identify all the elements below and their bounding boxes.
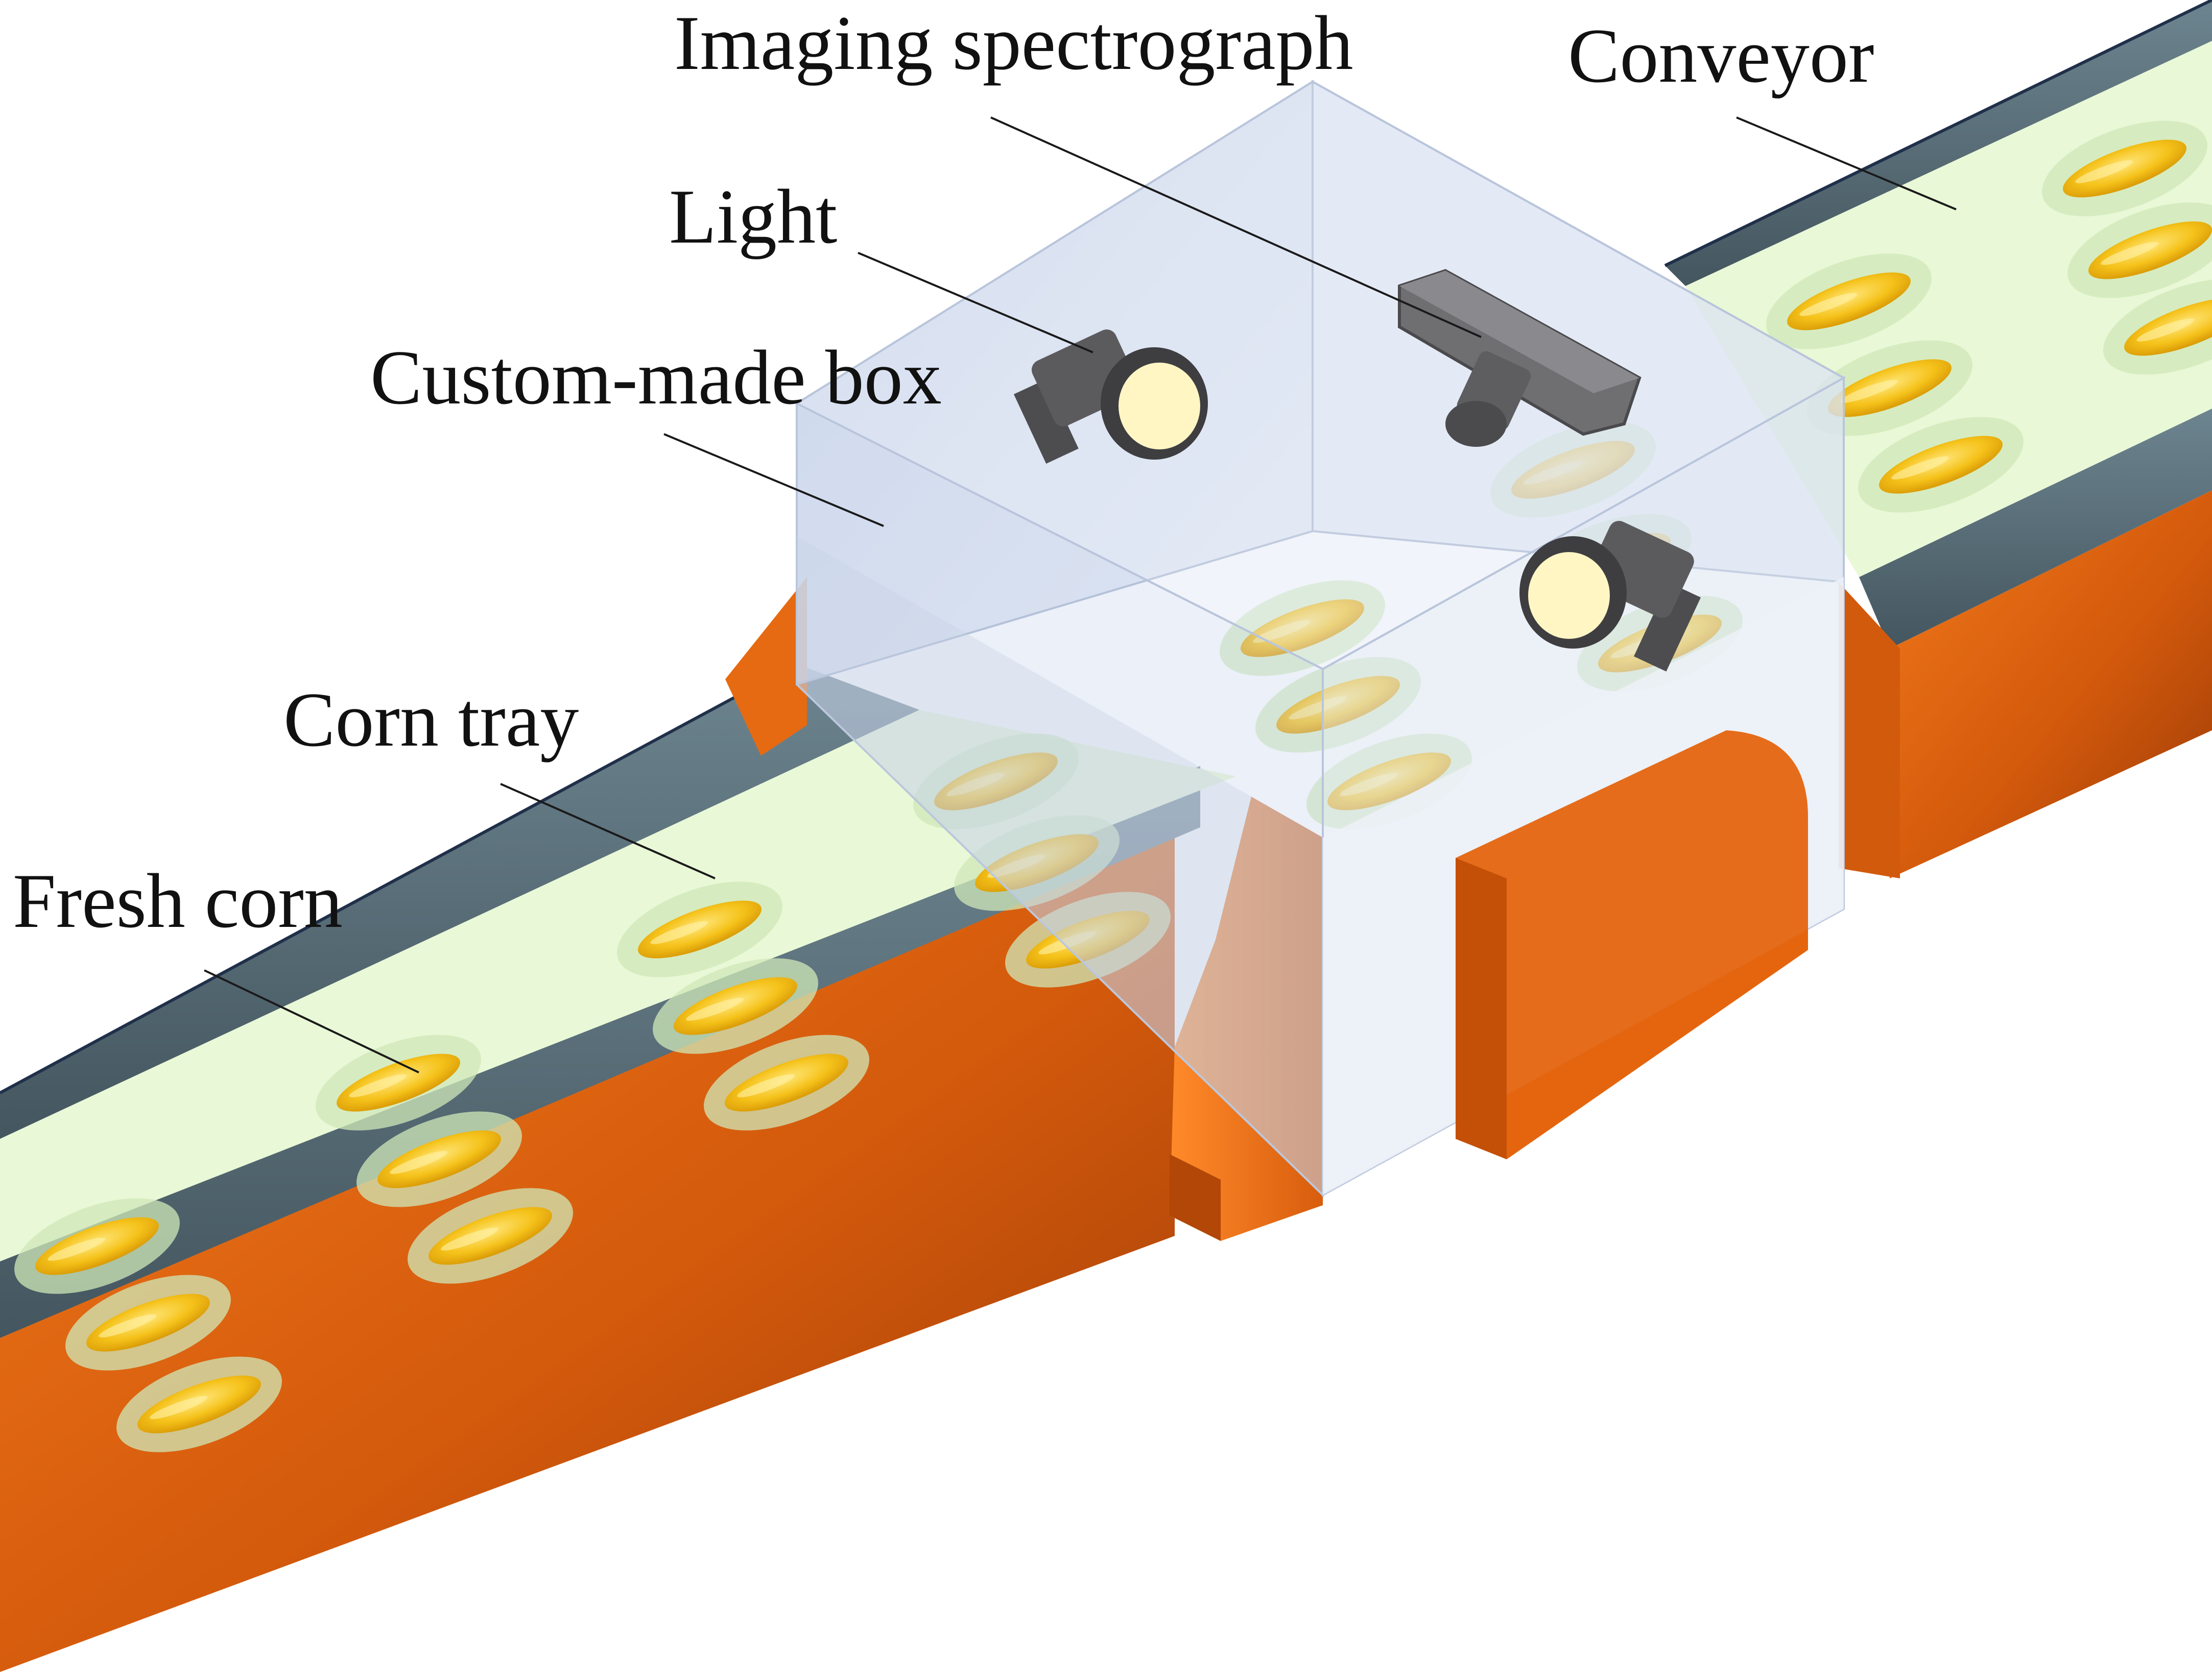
- spotlight-icon: [1519, 520, 1701, 672]
- leader-fresh-corn: [204, 969, 419, 1073]
- label-light: Light: [669, 174, 837, 259]
- conveyor-back-rail-right: [1665, 0, 2212, 286]
- label-corn-tray: Corn tray: [283, 677, 579, 762]
- conveyor-belt-rail-right: [1859, 409, 2212, 649]
- conveyor-body-side-right: [1890, 490, 2212, 878]
- hyperspectral-camera-icon: [1398, 269, 1642, 447]
- conveyor-left-segment: [0, 577, 1236, 1672]
- leader-imaging-spectrograph: [990, 116, 1482, 338]
- spotlight-icon: [1013, 329, 1208, 464]
- label-imaging-spectrograph: Imaging spectrograph: [674, 0, 1353, 86]
- diagram-labels: Imaging spectrograph Conveyor Light Cust…: [13, 0, 1874, 944]
- conveyor-body-back: [725, 577, 807, 756]
- leader-conveyor: [1736, 116, 1957, 210]
- right-support-front: [1456, 730, 1808, 1159]
- leader-corn-tray: [500, 783, 716, 879]
- conveyor-body-side: [0, 827, 1175, 1672]
- label-conveyor: Conveyor: [1568, 13, 1874, 99]
- leader-light: [858, 252, 1093, 353]
- leader-lines: [204, 116, 1957, 1073]
- label-custom-made-box: Custom-made box: [370, 335, 942, 420]
- left-support: [1170, 797, 1323, 1241]
- corn-tray-surface: [0, 710, 1236, 1261]
- leader-custom-made-box: [663, 433, 884, 527]
- conveyor-belt-rail: [0, 766, 1200, 1338]
- conveyor-back-rail: [0, 664, 919, 1139]
- label-fresh-corn: Fresh corn: [13, 858, 343, 944]
